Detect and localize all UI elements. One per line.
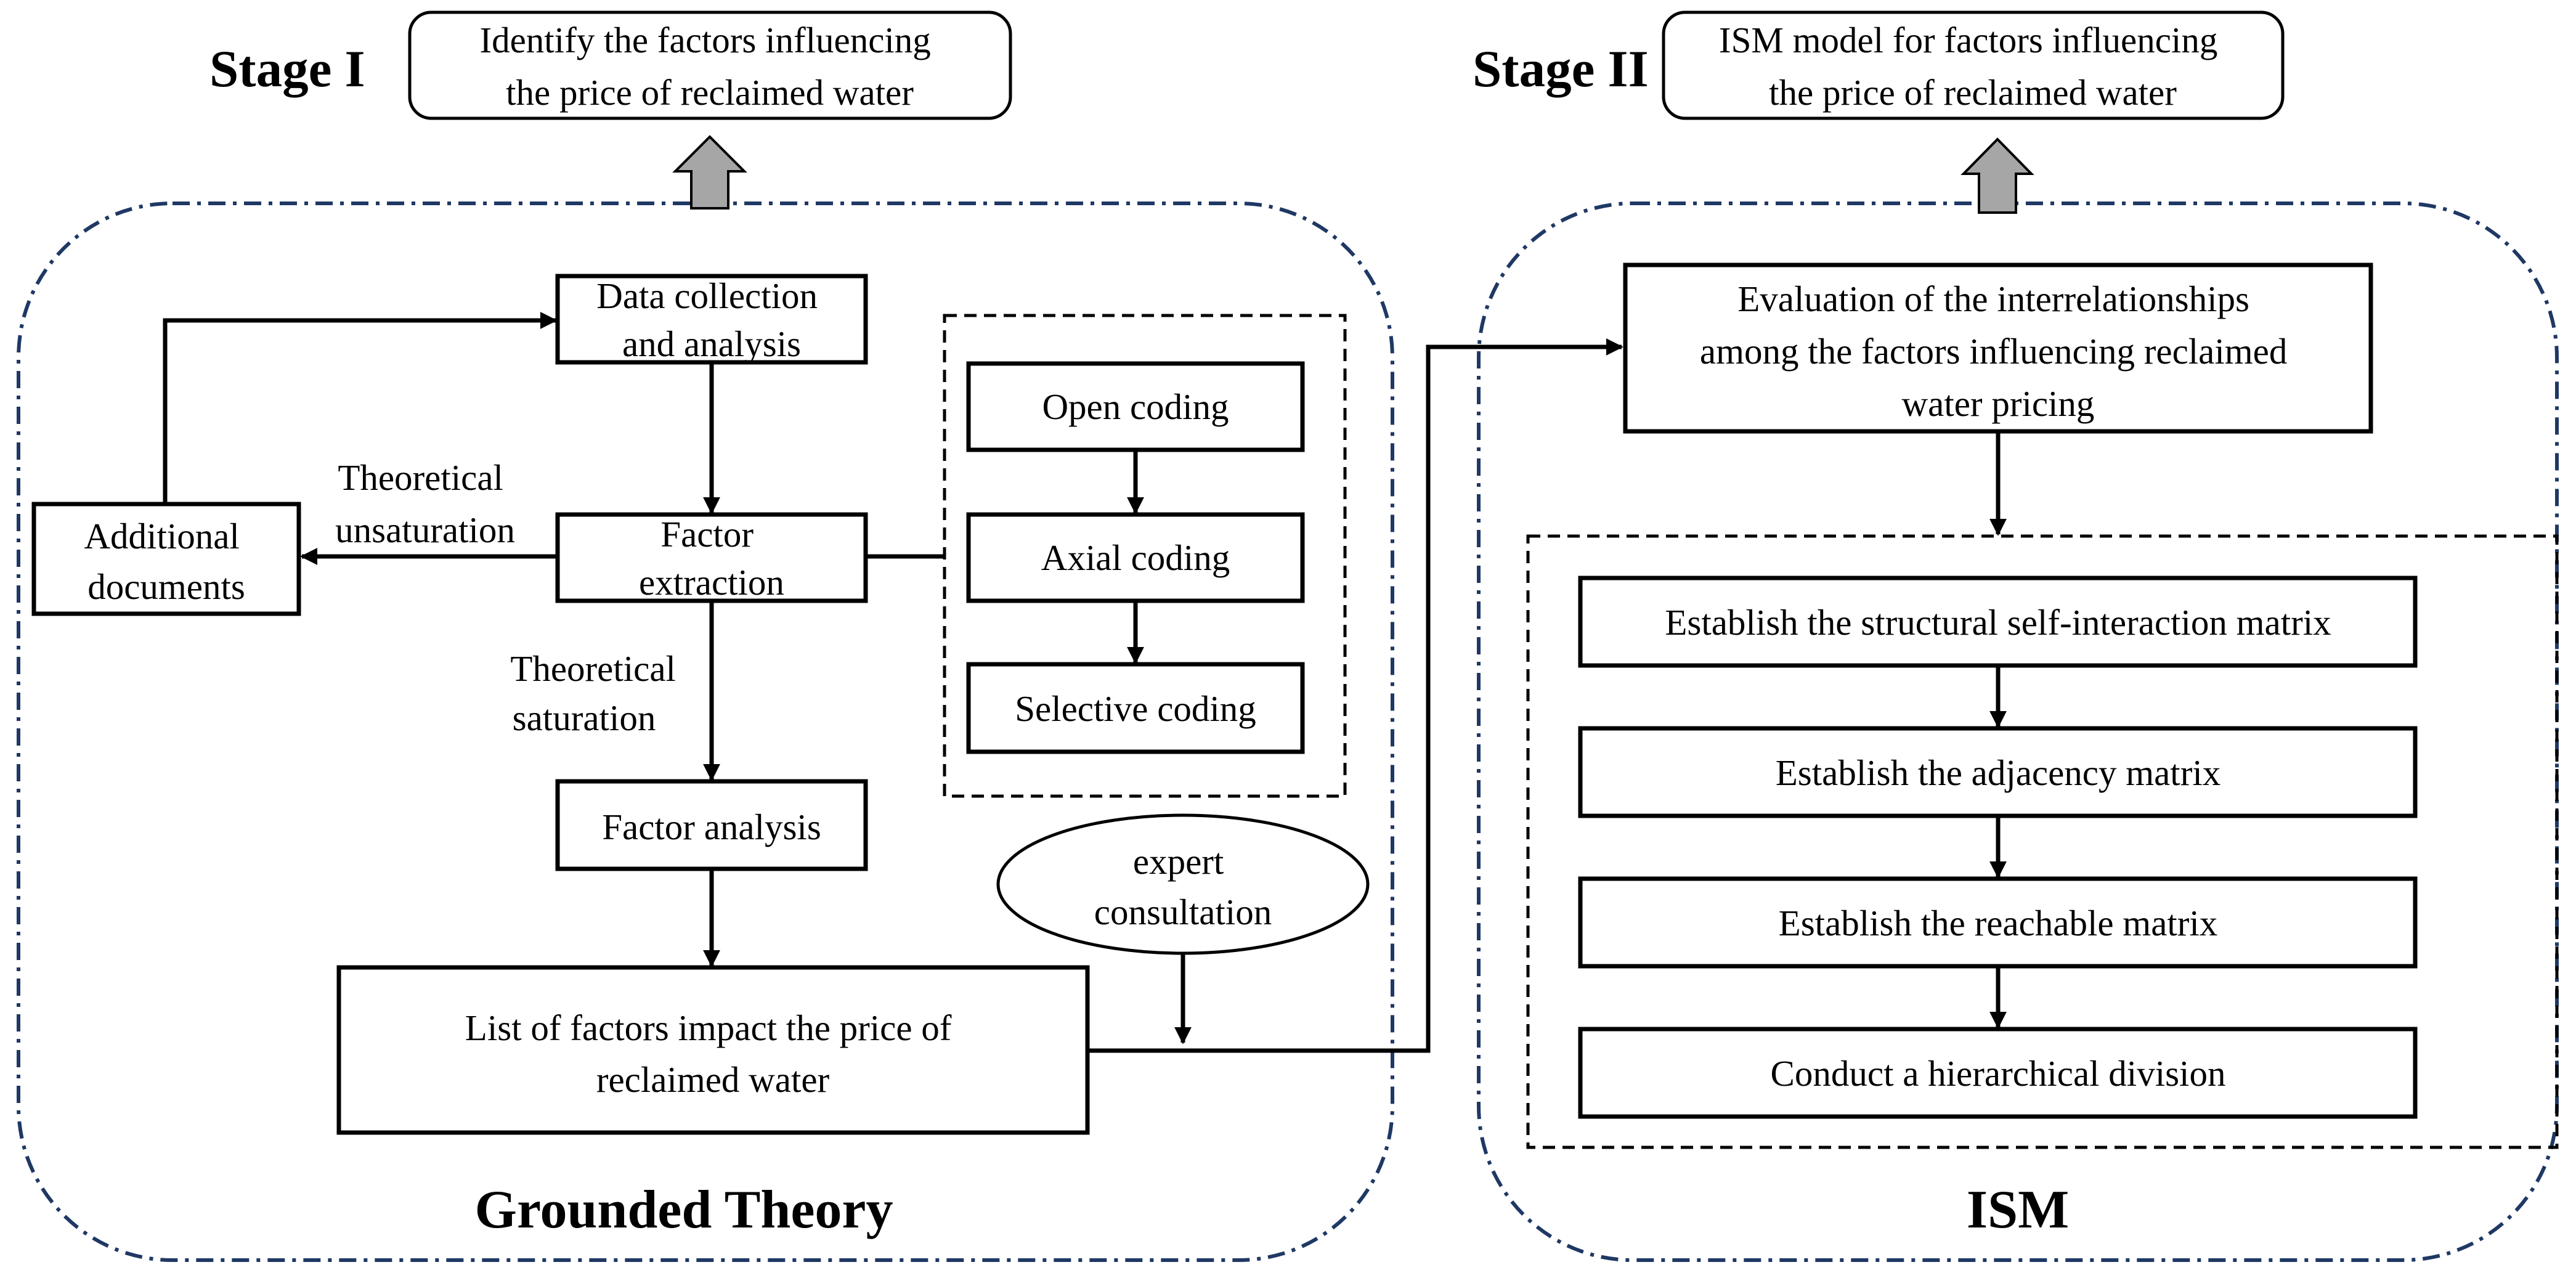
theoretical-saturation-label: Theoretical saturation <box>510 648 685 738</box>
stage1-goal-box <box>408 10 1012 120</box>
grounded-theory-title: Grounded Theory <box>475 1180 893 1240</box>
stage2-goal-box <box>1662 10 2285 120</box>
ism-step-3-box <box>1578 876 2418 969</box>
selective-coding-box <box>966 662 1305 754</box>
open-coding-text: Open coding <box>1042 386 1229 427</box>
arrow-additional-to-data <box>163 312 558 504</box>
grounded-theory-region <box>17 201 1394 1262</box>
factor-analysis-box <box>555 779 868 871</box>
stage2-goal-text: ISM model for factors influencing the pr… <box>1719 20 2227 113</box>
selective-coding-text: Selective coding <box>1015 688 1256 729</box>
open-coding-box <box>966 361 1305 452</box>
stage1-goal-text: Identify the factors influencing the pri… <box>479 20 940 113</box>
ism-steps-panel <box>1526 534 2559 1149</box>
ism-step-2-text: Establish the adjacency matrix <box>1776 752 2221 793</box>
stage2-label: Stage II <box>1473 40 1649 98</box>
theoretical-unsaturation-label: Theoretical unsaturation <box>335 457 515 550</box>
list-of-factors-text: List of factors impact the price of recl… <box>465 1007 961 1100</box>
ism-step-4-box <box>1578 1027 2418 1119</box>
ism-region <box>1477 201 2559 1262</box>
ism-step-4-text: Conduct a hierarchical division <box>1771 1053 2226 1094</box>
stage1-up-arrow <box>672 135 747 210</box>
axial-coding-text: Axial coding <box>1041 537 1230 578</box>
ism-title: ISM <box>1967 1180 2069 1240</box>
expert-consultation-text: expert consultation <box>1094 841 1272 932</box>
ism-step-2-box <box>1578 726 2418 818</box>
stage1-label: Stage I <box>209 40 365 98</box>
evaluation-text: Evaluation of the interrelationships amo… <box>1700 279 2296 424</box>
factor-extraction-text: Factor extraction <box>639 514 784 603</box>
ism-step-1-text: Establish the structural self-interactio… <box>1665 602 2331 643</box>
factor-extraction-box <box>555 512 868 603</box>
expert-consultation-ellipse <box>996 813 1370 955</box>
stage2-up-arrow <box>1960 137 2034 214</box>
data-collection-box <box>555 274 868 365</box>
list-of-factors-box <box>336 965 1090 1135</box>
additional-documents-text: Additional documents <box>84 516 248 607</box>
factor-analysis-text: Factor analysis <box>602 807 821 847</box>
data-collection-text: Data collection and analysis <box>596 275 827 364</box>
ism-step-3-text: Establish the reachable matrix <box>1779 903 2218 943</box>
arrow-list-to-evaluation <box>1087 338 1623 1053</box>
